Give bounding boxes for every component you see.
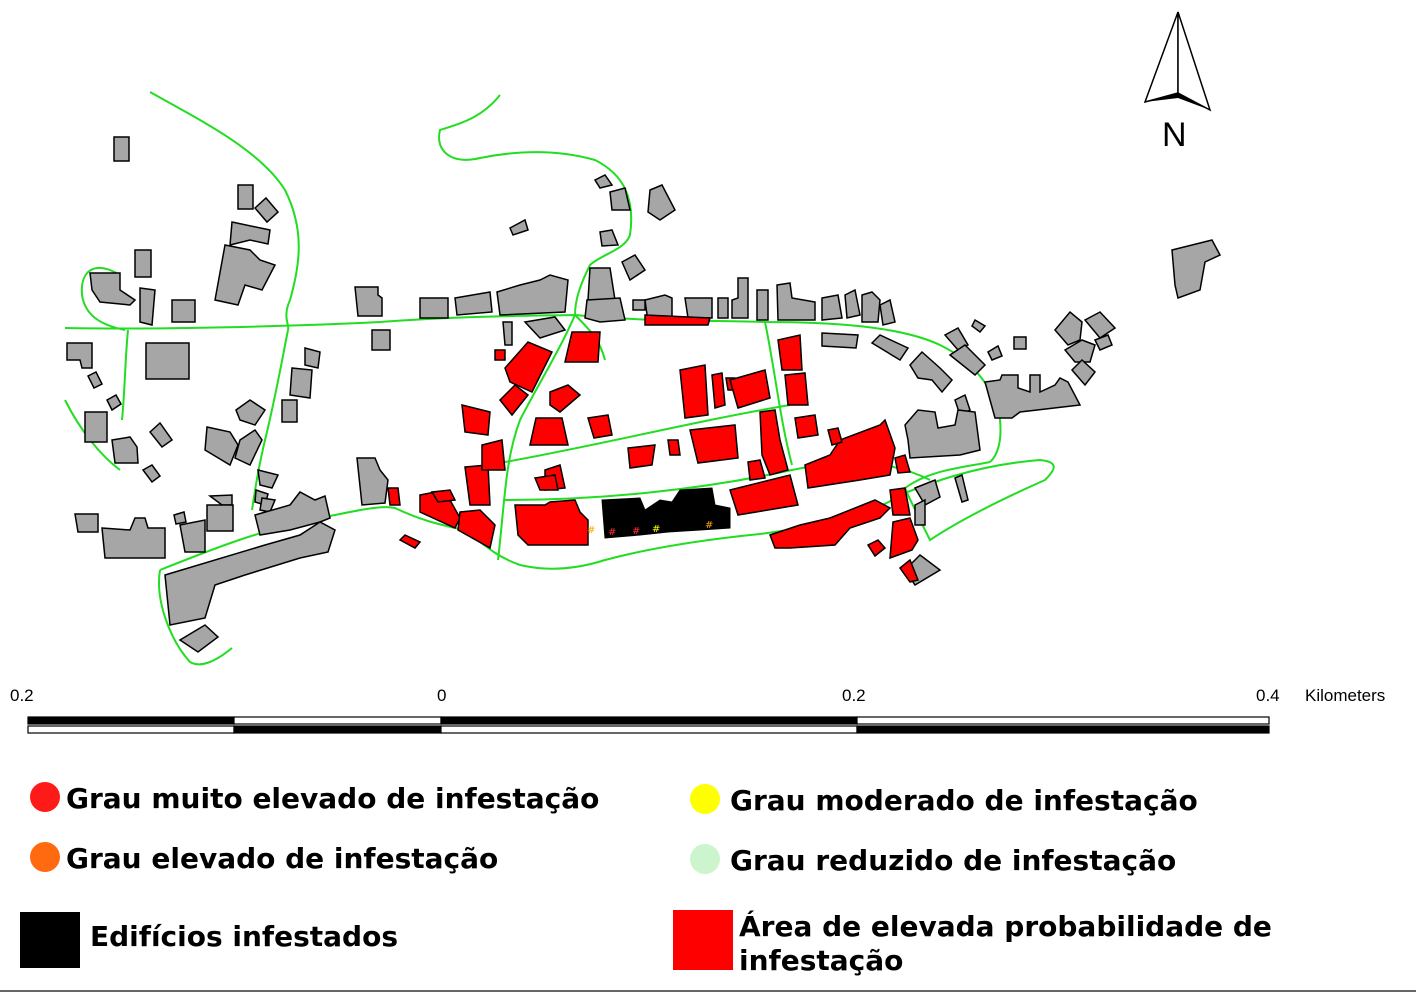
scale-label-left: 0.2: [10, 686, 34, 705]
marker-high: #: [587, 525, 595, 536]
marker-very-high: #: [632, 526, 640, 537]
infested-buildings: [601, 487, 731, 539]
marker-high: #: [705, 520, 713, 531]
legend-high-label: Grau elevado de infestação: [66, 842, 499, 875]
north-arrow-icon: [1143, 11, 1212, 112]
legend-high-probability-area: Área de elevada probabilidade de infesta…: [673, 910, 1272, 978]
legend-reduced: Grau reduzido de infestação: [690, 844, 1176, 878]
light-green-dot-icon: [690, 844, 720, 874]
legend-very-high: Grau muito elevado de infestação: [30, 782, 599, 816]
scale-bar: [27, 716, 1270, 734]
marker-very-high: #: [608, 527, 616, 538]
legend-high: Grau elevado de infestação: [30, 842, 498, 876]
scale-label-zero: 0: [437, 686, 447, 705]
legend-high-probability-label-line1: Área de elevada probabilidade de: [739, 910, 1272, 943]
scale-unit-label: Kilometers: [1305, 686, 1386, 705]
legend-moderate: Grau moderado de infestação: [690, 784, 1198, 818]
black-square-icon: [20, 912, 80, 968]
legend-infested-buildings-label: Edifícios infestados: [90, 920, 398, 953]
legend-very-high-label: Grau muito elevado de infestação: [66, 782, 600, 815]
legend-infested-buildings: Edifícios infestados: [20, 912, 398, 968]
scale-label-mid: 0.2: [842, 686, 866, 705]
legend-moderate-label: Grau moderado de infestação: [730, 784, 1198, 817]
legend-reduced-label: Grau reduzido de infestação: [730, 844, 1177, 877]
north-label: N: [1162, 116, 1187, 154]
high-probability-areas: [387, 314, 920, 583]
buildings: [66, 136, 1222, 653]
bottom-border: [0, 990, 1416, 992]
legend-high-probability-label-line2: infestação: [739, 944, 904, 977]
red-square-icon: [673, 910, 733, 970]
marker-moderate: #: [652, 524, 660, 535]
scale-label-right: 0.4: [1256, 686, 1280, 705]
red-dot-icon: [30, 782, 60, 812]
orange-dot-icon: [30, 842, 60, 872]
infestation-markers: # # # # #: [587, 520, 713, 538]
yellow-dot-icon: [690, 784, 720, 814]
